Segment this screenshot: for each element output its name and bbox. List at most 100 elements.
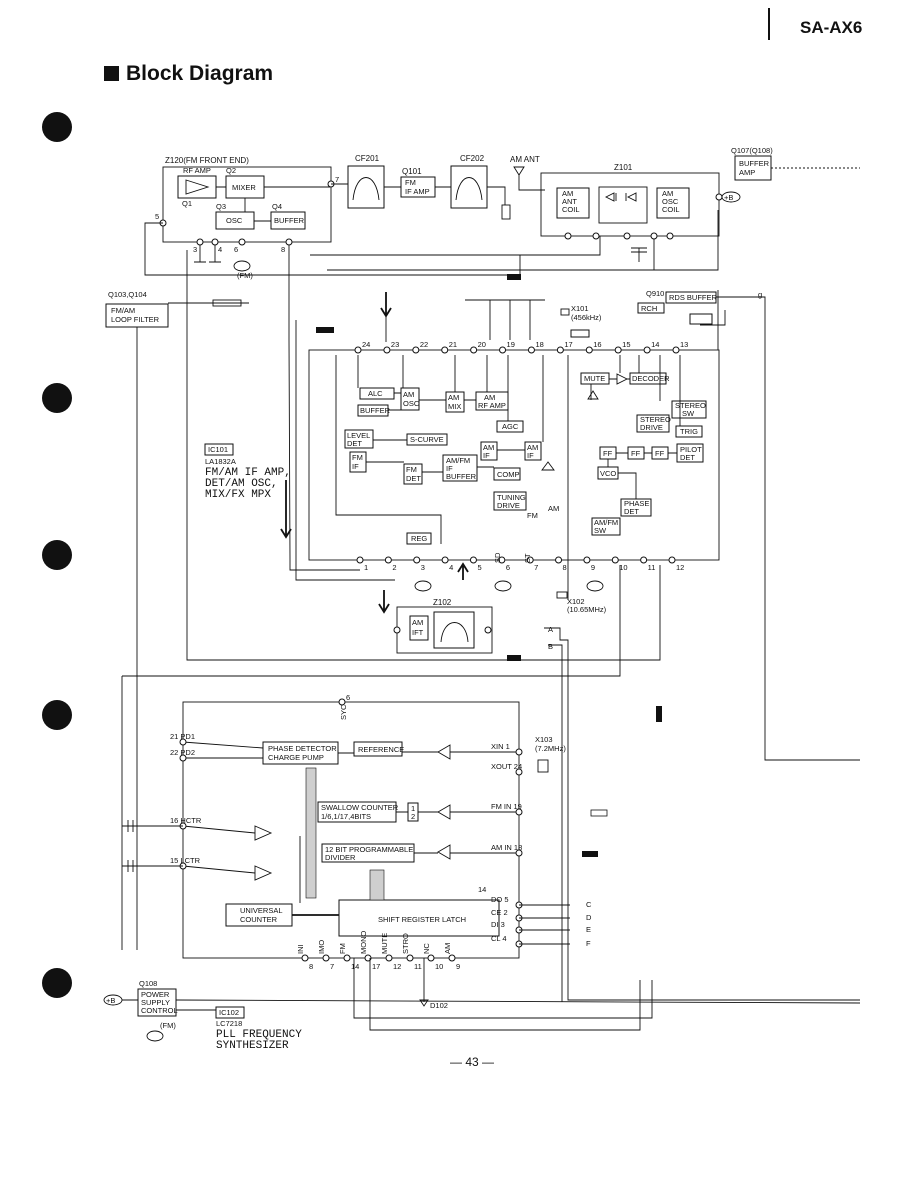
fe-buffer-box xyxy=(270,211,306,230)
ic101-am-arrow-icon xyxy=(541,461,555,471)
ic102-left-pin-label: 22 PD2 xyxy=(170,748,195,757)
ic102-ref: IC102 xyxy=(219,1008,239,1017)
ic101-top-pin-17 xyxy=(556,346,564,354)
ic102-bottom-pin-9 xyxy=(448,954,456,962)
comp-box xyxy=(493,467,521,481)
z102-pin-in xyxy=(393,626,401,634)
pd-1: PHASE DETECTOR xyxy=(268,744,337,753)
amfm-sw-1: AM/FM xyxy=(594,518,618,527)
agc-label: AGC xyxy=(502,422,519,431)
binder-hole-4 xyxy=(42,700,72,730)
loop-filter-block: Q103,Q104 FM/AM LOOP FILTER xyxy=(105,290,249,950)
varicap-frame xyxy=(598,186,648,224)
buffer-amp-block: Q107(Q108) BUFFER AMP xyxy=(731,146,860,181)
side-arrow-icon xyxy=(656,706,662,722)
rf-amp-triangle-icon xyxy=(185,179,210,195)
q101-label: Q101 xyxy=(402,167,422,176)
fm-if-amp-line2: IF AMP xyxy=(405,187,430,196)
amfm-if-buffer-box xyxy=(442,454,478,482)
ic102-bottom-pin-label: 17 xyxy=(372,962,380,971)
ic101-bottom-pin-3 xyxy=(413,556,421,564)
z102-label: Z102 xyxy=(433,598,452,607)
fm-det-box xyxy=(403,463,423,485)
d102-label: D102 xyxy=(430,1001,448,1010)
am-ift-2: IFT xyxy=(412,628,424,637)
ic101-internal-wiring xyxy=(335,355,681,600)
am-if1-2: IF xyxy=(483,451,490,460)
amfm-buf-1: AM/FM xyxy=(446,456,470,465)
am-osc-coil-box xyxy=(656,187,690,219)
ic102-right-pin-label: XIN 1 xyxy=(491,742,510,751)
z101-pin-d xyxy=(650,232,658,240)
am-osc-coil-3: COIL xyxy=(662,205,680,214)
am-ant-coil-1: AM xyxy=(562,189,573,198)
if-chain-wiring xyxy=(341,183,506,205)
ic102-bottom-pin-label: 8 xyxy=(309,962,313,971)
am-ant-coil-3: COIL xyxy=(562,205,580,214)
ic102-caps xyxy=(122,820,183,872)
cf201-box xyxy=(347,165,385,209)
ic101-st-label: ST xyxy=(523,553,532,563)
ic101-top-pin-label: 17 xyxy=(564,340,572,349)
ic101-ref-box xyxy=(204,443,234,456)
ic101-bottom-pin-label: 2 xyxy=(392,563,396,572)
amfm-buf-2: IF xyxy=(446,464,453,473)
rch-label: RCH xyxy=(641,304,657,313)
ps-fm-label: (FM) xyxy=(160,1021,176,1030)
swallow-1: SWALLOW COUNTER xyxy=(321,803,399,812)
ic102-right-pin-label: CL 4 xyxy=(491,934,507,943)
fe-pin-8-label: 8 xyxy=(281,245,285,254)
varicap-diode-icon xyxy=(604,192,637,202)
ic101-bottom-pin-label: 12 xyxy=(676,563,684,572)
ic101-bottom-pin-label: 11 xyxy=(648,563,656,572)
lch-box xyxy=(689,313,713,325)
rch-box xyxy=(637,302,665,314)
stereo-sw-2: SW xyxy=(682,409,695,418)
fe-pin-8 xyxy=(285,238,293,246)
mixer-label: MIXER xyxy=(232,183,256,192)
ic101-top-pin-20 xyxy=(470,346,478,354)
ic101-top-pin-13 xyxy=(672,346,680,354)
reg-label: REG xyxy=(411,534,427,543)
x103-label: X103 xyxy=(535,735,553,744)
binder-hole-2 xyxy=(42,383,72,413)
ic101-top-pin-label: 21 xyxy=(449,340,457,349)
ic102-pin-name: INI xyxy=(296,944,305,954)
ic102-bottom-pin-label: 7 xyxy=(330,962,334,971)
fe-supply-icon xyxy=(233,260,251,272)
ic101-buffer-box xyxy=(357,404,389,417)
comp-label: COMP xyxy=(497,470,520,479)
ic102-bottom-pin-8 xyxy=(301,954,309,962)
ic101-bottom-pin-5 xyxy=(469,556,477,564)
stereo-sw-box xyxy=(671,400,707,419)
ic101-frame xyxy=(308,349,720,561)
ic101-top-pin-22 xyxy=(412,346,420,354)
buffer-amp-1: BUFFER xyxy=(739,159,770,168)
ic102-description: IC102 LC7218 PLL FREQUENCY SYNTHESIZER xyxy=(215,1006,302,1052)
ic101-description: IC101 LA1832A FM/AM IF AMP, DET/AM OSC, … xyxy=(204,443,532,563)
div12-2: DIVIDER xyxy=(325,853,356,862)
am-osc-box xyxy=(400,387,420,411)
q2-label: Q2 xyxy=(226,166,236,175)
rds-wiring xyxy=(465,296,860,761)
syc-label: SYC xyxy=(339,704,348,720)
ic101-top-pin-label: 22 xyxy=(420,340,428,349)
ic102-desc-1: PLL FREQUENCY xyxy=(216,1029,302,1041)
ic102-right-pin xyxy=(515,748,523,756)
cf202-label: CF202 xyxy=(460,154,485,163)
d102-diode-icon xyxy=(419,999,429,1007)
loop-filter-arrow-icon xyxy=(212,299,242,307)
fe-pin-3-label: 3 xyxy=(193,245,197,254)
ic101-bottom-pin-6 xyxy=(498,556,506,564)
fm-in-arrow-icon xyxy=(590,809,608,817)
ab-wiring xyxy=(544,627,860,1002)
ic101-top-pin-label: 14 xyxy=(651,340,659,349)
phase-det-1: PHASE xyxy=(624,499,649,508)
decoder-label: DECODER xyxy=(632,374,670,383)
ic101-bottom-pin-7 xyxy=(526,556,534,564)
rf-amp-label: RF AMP xyxy=(183,166,211,175)
